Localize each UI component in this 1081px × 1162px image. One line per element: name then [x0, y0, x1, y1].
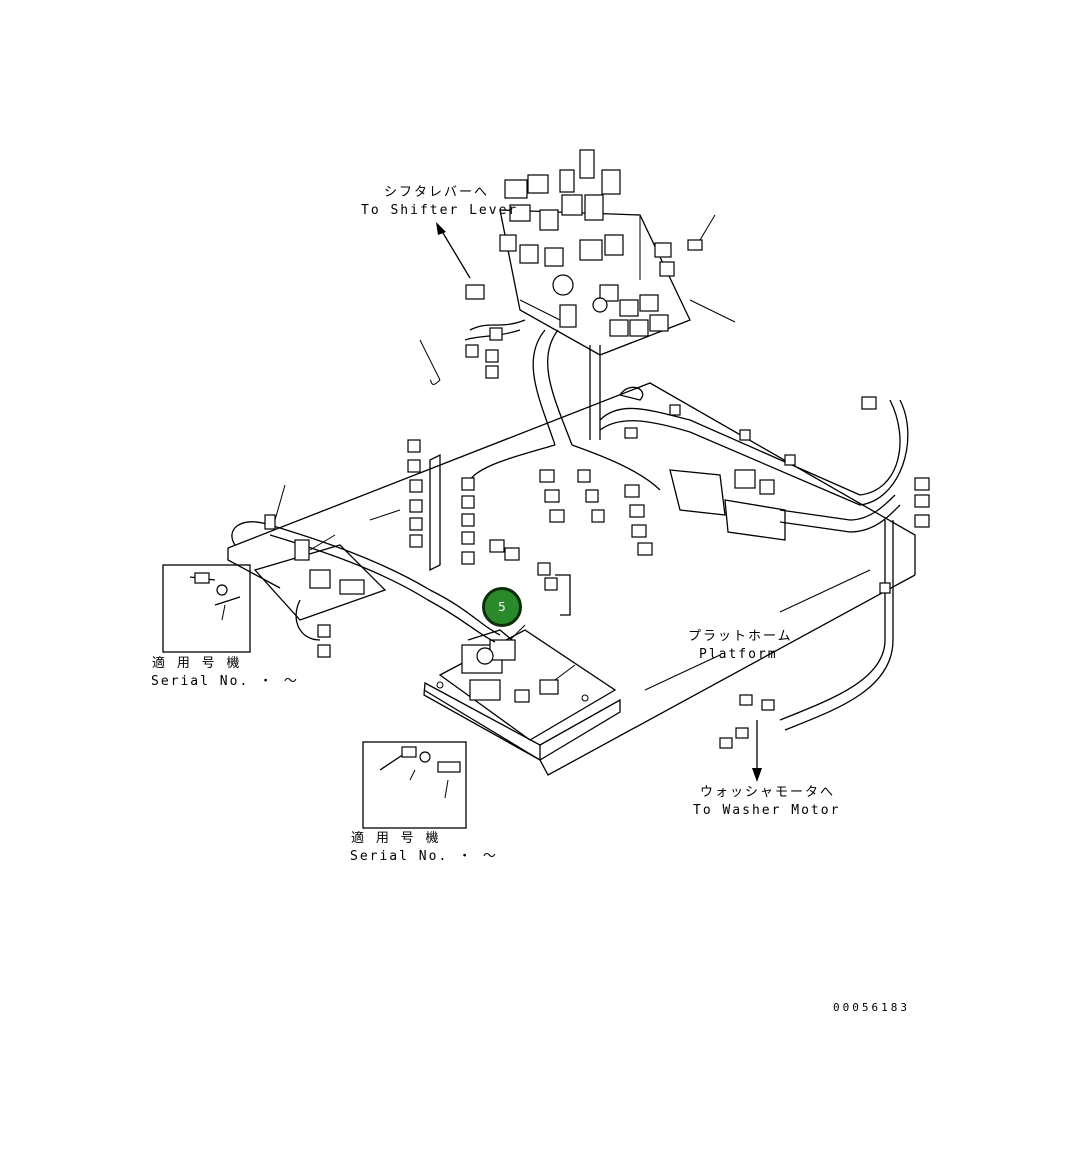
serial-label-1-jp: 適 用 号 機	[152, 656, 242, 671]
washer-label-en: To Washer Motor	[693, 803, 841, 818]
arrows	[436, 222, 762, 782]
serial-label-1-en: Serial No. ・ ～	[151, 674, 299, 689]
callout-5-button[interactable]: 5	[482, 587, 522, 627]
shifter-label-en: To Shifter Lever	[361, 203, 519, 218]
harness-trunks	[231, 319, 909, 731]
drawing-number: 00056183	[833, 1001, 910, 1014]
serial-label-2-jp: 適 用 号 機	[351, 831, 441, 846]
platform-label-jp: プラットホーム	[688, 629, 793, 644]
serial-label-2-en: Serial No. ・ ～	[350, 849, 498, 864]
inset-box-2	[362, 741, 467, 829]
shifter-label-jp: シフタレバーへ	[384, 185, 490, 200]
connectors-left-cluster	[407, 327, 653, 616]
lamps-right	[618, 386, 930, 749]
left-bracket	[253, 484, 387, 658]
inset-box-1	[162, 564, 251, 653]
platform-label-en: Platform	[699, 647, 778, 662]
platform-outline	[227, 382, 916, 776]
lower-plate	[423, 624, 621, 762]
washer-label-jp: ウォッシャモータへ	[700, 785, 836, 800]
fuse-relay-block	[499, 149, 736, 356]
